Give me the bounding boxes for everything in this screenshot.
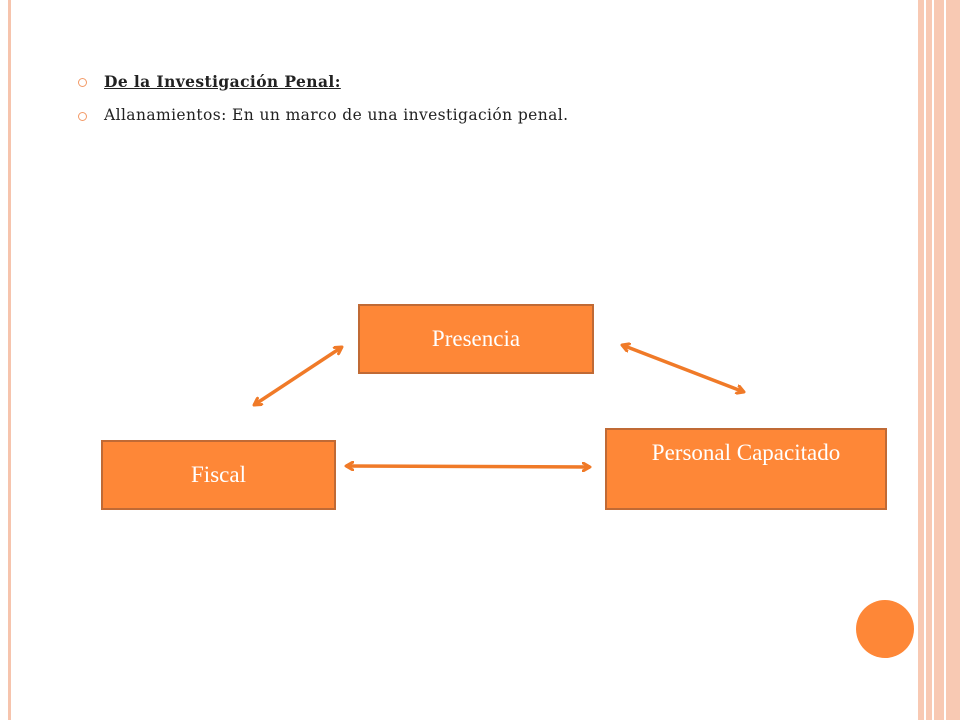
- arrow-fiscal-personal: [346, 466, 590, 467]
- bullet-list: De la Investigación Penal: Allanamientos…: [78, 72, 568, 140]
- bullet-item: De la Investigación Penal:: [78, 72, 568, 106]
- frame-stripe: [932, 0, 934, 720]
- section-heading: De la Investigación Penal:: [104, 72, 341, 91]
- arrow-presencia-personal: [622, 345, 744, 392]
- node-fiscal: Fiscal: [101, 440, 336, 510]
- node-label: Personal Capacitado: [651, 440, 841, 465]
- bullet-icon: [78, 78, 87, 87]
- node-presencia: Presencia: [358, 304, 594, 374]
- bullet-item: Allanamientos: En un marco de una invest…: [78, 106, 568, 140]
- node-label: Fiscal: [191, 462, 246, 487]
- decorative-circle: [856, 600, 914, 658]
- frame-stripe: [924, 0, 926, 720]
- bullet-icon: [78, 112, 87, 121]
- node-personal-capacitado: Personal Capacitado: [605, 428, 887, 510]
- slide-frame-left: [8, 0, 11, 720]
- bullet-text: Allanamientos: En un marco de una invest…: [104, 106, 569, 124]
- arrow-fiscal-presencia: [254, 347, 342, 405]
- node-label: Presencia: [431, 326, 521, 351]
- frame-stripe: [944, 0, 946, 720]
